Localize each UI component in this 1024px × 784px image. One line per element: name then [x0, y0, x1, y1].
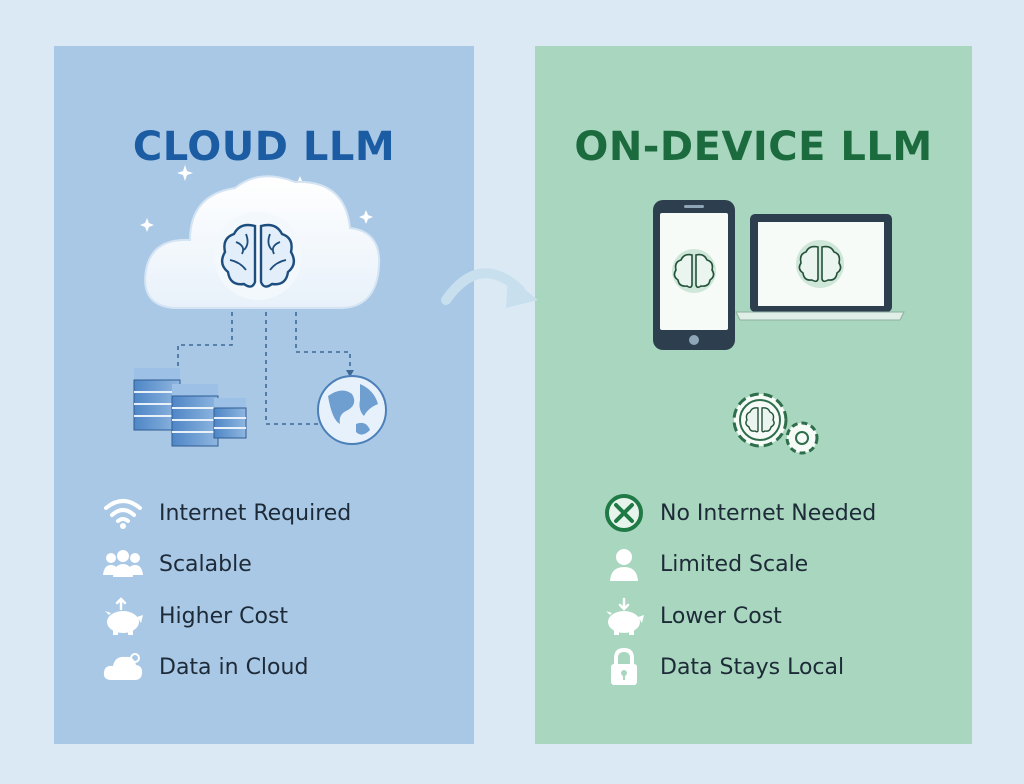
feature-lower-cost: Lower Cost: [598, 596, 782, 636]
feature-data-stays-local: Data Stays Local: [598, 647, 844, 687]
feature-label: Higher Cost: [159, 603, 289, 629]
feature-label: Internet Required: [159, 500, 352, 526]
feature-internet-required: Internet Required: [97, 493, 351, 533]
feature-data-in-cloud: Data in Cloud: [97, 647, 308, 687]
feature-label: Data Stays Local: [660, 654, 845, 680]
cloud-data-icon: [97, 647, 149, 687]
on-device-llm-panel: ON-DEVICE LLM: [535, 46, 972, 744]
wifi-icon: [97, 493, 149, 533]
cloud-llm-panel: CLOUD LLM: [54, 46, 474, 744]
piggy-bank-down-icon: [598, 596, 650, 636]
lock-icon: [598, 647, 650, 687]
on-device-llm-title: ON-DEVICE LLM: [574, 124, 933, 170]
feature-label: Scalable: [159, 551, 252, 577]
feature-label: Lower Cost: [660, 603, 782, 629]
person-icon: [598, 544, 650, 584]
feature-label: Data in Cloud: [159, 654, 309, 680]
feature-higher-cost: Higher Cost: [97, 596, 288, 636]
feature-label: No Internet Needed: [660, 500, 877, 526]
cloud-llm-title: CLOUD LLM: [132, 124, 396, 170]
piggy-bank-up-icon: [97, 596, 149, 636]
no-internet-icon: [598, 493, 650, 533]
feature-no-internet-needed: No Internet Needed: [598, 493, 876, 533]
users-icon: [97, 544, 149, 584]
feature-scalable: Scalable: [97, 544, 252, 584]
feature-label: Limited Scale: [660, 551, 809, 577]
feature-limited-scale: Limited Scale: [598, 544, 808, 584]
